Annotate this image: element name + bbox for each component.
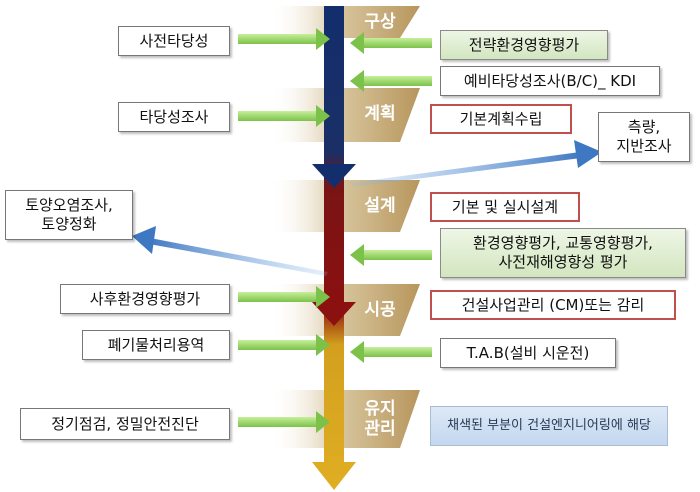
right-item-tab: T.A.B(설비 시운전) bbox=[440, 338, 616, 368]
left-item-waste-service: 폐기물처리용역 bbox=[82, 330, 230, 360]
main-flow-arrowhead-mid bbox=[312, 302, 356, 326]
stage-label-plan: 계획 bbox=[364, 103, 396, 124]
green-arrow-left-4 bbox=[238, 334, 330, 356]
right-item-strategic-eia: 전략환경영향평가 bbox=[440, 30, 608, 60]
main-flow-arrowhead-top bbox=[312, 164, 356, 188]
right-item-basic-detailed-design: 기본 및 실시설계 bbox=[430, 192, 580, 222]
green-arrow-left-3 bbox=[238, 286, 330, 308]
stage-label-design: 설계 bbox=[364, 195, 396, 216]
stage-label-concept: 구상 bbox=[364, 11, 396, 32]
blue-arrow-survey bbox=[350, 140, 602, 187]
stage-banner-1 bbox=[270, 6, 420, 38]
left-item-post-eia: 사후환경영향평가 bbox=[60, 284, 230, 314]
green-arrow-right-2 bbox=[350, 70, 432, 92]
blue-arrow-soil bbox=[132, 226, 328, 276]
stage-banner-5 bbox=[270, 390, 420, 448]
legend-note: 채색된 부분이 건설엔지니어링에 해당 bbox=[430, 406, 668, 446]
main-flow-arrow bbox=[312, 6, 356, 490]
green-arrow-right-1 bbox=[350, 32, 432, 54]
right-item-impact-assessments: 환경영향평가, 교통영향평가, 사전재해영향성 평가 bbox=[440, 228, 686, 278]
left-item-pre-feasibility: 사전타당성 bbox=[118, 26, 230, 56]
right-item-survey: 측량, 지반조사 bbox=[598, 112, 690, 162]
right-item-preliminary-feasibility: 예비타당성조사(B/C)_ KDI bbox=[440, 66, 660, 96]
green-arrow-left-2 bbox=[238, 105, 330, 127]
green-arrow-right-4 bbox=[350, 341, 432, 363]
stage-label-maintenance: 유지 관리 bbox=[364, 398, 396, 439]
green-arrow-left-1 bbox=[238, 28, 330, 50]
green-arrow-right-3 bbox=[350, 244, 432, 266]
stage-banner-3 bbox=[270, 180, 420, 232]
stage-label-construction: 시공 bbox=[364, 299, 396, 320]
stage-banner-2 bbox=[270, 88, 420, 142]
left-item-inspection: 정기점검, 정밀안전진단 bbox=[20, 408, 230, 440]
left-item-feasibility: 타당성조사 bbox=[118, 102, 230, 132]
right-item-construction-management: 건설사업관리 (CM)또는 감리 bbox=[430, 290, 676, 320]
green-arrow-left-5 bbox=[238, 411, 330, 433]
right-item-basic-plan: 기본계획수립 bbox=[430, 104, 572, 134]
left-item-soil-survey: 토양오염조사, 토양정화 bbox=[5, 190, 133, 240]
